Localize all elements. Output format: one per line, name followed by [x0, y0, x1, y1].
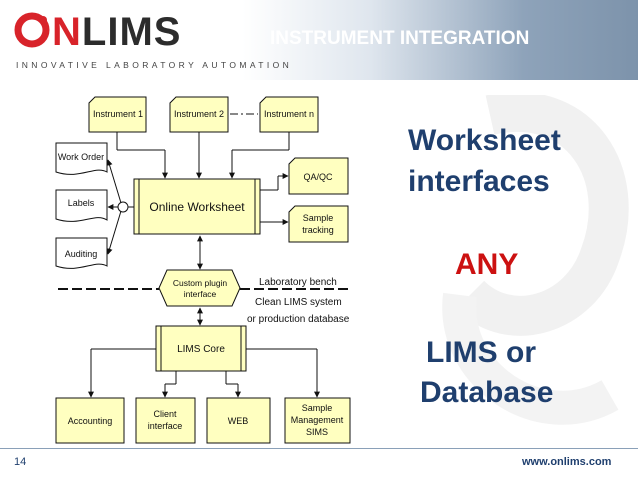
lims-core-node: LIMS Core: [155, 325, 247, 372]
website-link[interactable]: www.onlims.com: [522, 456, 612, 468]
sample-tracking-label-2: tracking: [302, 225, 334, 235]
online-worksheet-label: Online Worksheet: [149, 200, 245, 214]
side-text-any: ANY: [455, 248, 519, 281]
logo-tagline: INNOVATIVE LABORATORY AUTOMATION: [16, 60, 293, 70]
watermark-icon: [442, 95, 629, 425]
sims-label-2: Management: [291, 415, 344, 425]
sims-label-3: SIMS: [306, 427, 328, 437]
header-bar: NLIMS INNOVATIVE LABORATORY AUTOMATION I…: [0, 0, 638, 80]
arrow-work-order: [106, 159, 122, 204]
page-number: 14: [14, 456, 27, 468]
instrument-1-node: Instrument 1: [88, 96, 147, 133]
client-interface-node: Client interface: [135, 397, 196, 444]
client-interface-label-2: interface: [148, 421, 183, 431]
side-text-interfaces: interfaces: [408, 165, 550, 198]
instrument-n-node: Instrument n: [259, 96, 319, 133]
arrow-auditing: [106, 210, 122, 255]
auditing-label: Auditing: [65, 249, 98, 259]
lims-core-label: LIMS Core: [177, 344, 225, 355]
accounting-label: Accounting: [68, 416, 113, 426]
web-node: WEB: [206, 397, 271, 444]
qa-qc-node: QA/QC: [288, 157, 349, 195]
logo-lims: LIMS: [81, 10, 182, 54]
qa-qc-label: QA/QC: [303, 172, 333, 182]
sample-tracking-node: Sample tracking: [288, 205, 349, 243]
sample-tracking-label-1: Sample: [303, 213, 334, 223]
logo-n: N: [52, 10, 82, 54]
side-text-worksheet: Worksheet: [408, 124, 561, 157]
work-order-label: Work Order: [58, 152, 104, 162]
sims-label-1: Sample: [302, 403, 333, 413]
instrument-n-label: Instrument n: [264, 109, 314, 119]
footer-divider: [0, 448, 638, 449]
labels-node: Labels: [55, 189, 108, 222]
custom-plugin-label-2: interface: [184, 289, 217, 299]
client-interface-label-1: Client: [153, 409, 177, 419]
connector-circle: [117, 201, 129, 213]
clean-lims-label-1: Clean LIMS system: [255, 297, 342, 308]
clean-lims-label-2: or production database: [247, 314, 350, 325]
instrument-2-label: Instrument 2: [174, 109, 224, 119]
custom-plugin-label-1: Custom plugin: [173, 278, 228, 288]
work-order-node: Work Order: [55, 142, 108, 175]
labels-label: Labels: [68, 198, 95, 208]
side-text-lims-or: LIMS or: [426, 336, 536, 369]
logo-wordmark: NLIMS: [52, 9, 181, 55]
logo-o-icon: [14, 12, 50, 48]
sims-node: Sample Management SIMS: [284, 397, 351, 444]
auditing-node: Auditing: [55, 237, 108, 269]
online-worksheet-node: Online Worksheet: [133, 178, 261, 235]
side-text-database: Database: [420, 376, 554, 409]
instrument-1-label: Instrument 1: [93, 109, 143, 119]
web-label: WEB: [228, 416, 249, 426]
accounting-node: Accounting: [55, 397, 125, 444]
custom-plugin-node: Custom plugin interface: [158, 269, 241, 307]
slide-title: INSTRUMENT INTEGRATION: [270, 28, 530, 49]
instrument-2-node: Instrument 2: [169, 96, 229, 133]
laboratory-bench-label: Laboratory bench: [259, 277, 337, 288]
